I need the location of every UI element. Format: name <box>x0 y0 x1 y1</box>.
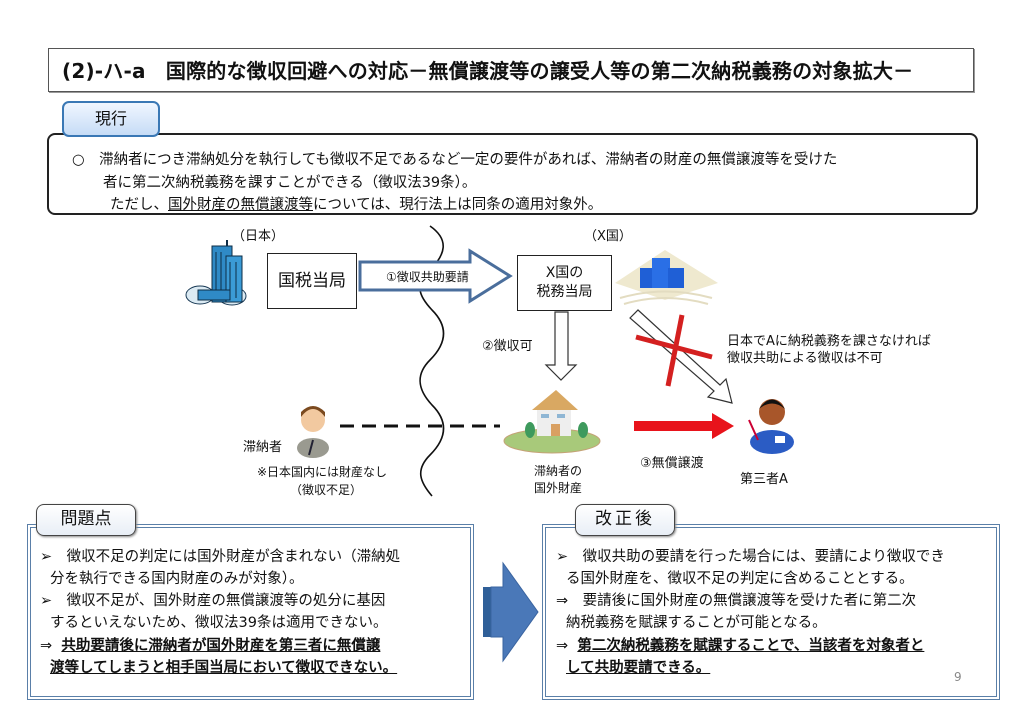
after-arrow: ⇒ <box>556 638 569 654</box>
after-conclusion-line-1: ⇒ 第二次納税義務を賦課することで、当該者を対象者と <box>556 634 924 655</box>
after-line-3: ⇒ 要請後に国外財産の無償譲渡等を受けた者に第二次 <box>556 593 917 609</box>
after-line-1: ➢ 徴収共助の要請を行った場合には、要請により徴収でき <box>556 549 945 565</box>
current-law-tab: 現行 <box>62 101 160 137</box>
reform-arrow-icon <box>483 561 539 663</box>
x-authority-line-1: X国の <box>545 265 584 281</box>
after-line-2: る国外財産を、徴収不足の判定に含めることとする。 <box>566 571 914 587</box>
line3-underlined: 国外財産の無償譲渡等 <box>168 197 313 213</box>
delinquent-label: 滞納者 <box>243 440 283 455</box>
delinquent-note-line-1: ※日本国内には財産なし <box>257 465 388 479</box>
problem-panel <box>27 524 474 700</box>
foreign-property-icon <box>503 390 601 454</box>
foreign-property-line-2: 国外財産 <box>534 481 583 495</box>
delinquent-person-icon <box>297 406 329 458</box>
after-bold-1: 第二次納税義務を賦課することで、当該者を対象者と <box>577 638 925 654</box>
transfer-arrow <box>634 413 734 439</box>
problem-line-3: ➢ 徴収不足が、国外財産の無償譲渡等の処分に基因 <box>40 593 386 609</box>
japan-building-icon <box>185 240 247 306</box>
after-reform-panel <box>542 524 1000 700</box>
current-law-line-2: 者に第二次納税義務を課すことができる（徴収法39条）。 <box>103 175 477 191</box>
blocked-note-line-1: 日本でAに納税義務を課さなければ <box>727 334 931 349</box>
delinquent-note-line-2: （徴収不足） <box>290 483 363 497</box>
page-number: 9 <box>954 670 962 684</box>
after-conclusion-line-2: して共助要請できる。 <box>566 660 711 676</box>
problem-conclusion-line-1: ⇒ 共助要請後に滞納者が国外財産を第三者に無償譲 <box>40 634 380 655</box>
blocked-note-line-2: 徴収共助による徴収は不可 <box>727 351 883 366</box>
x-country-building-icon <box>615 250 718 305</box>
problem-bold-1: 共助要請後に滞納者が国外財産を第三者に無償譲 <box>61 638 381 654</box>
collect-arrow <box>544 311 578 381</box>
third-party-label: 第三者A <box>740 472 788 487</box>
japan-tax-authority-box: 国税当局 <box>267 253 357 309</box>
line3-prefix: ただし、 <box>110 197 168 213</box>
blocked-arrow <box>629 309 733 404</box>
x-country-tax-authority-box: X国の 税務当局 <box>517 255 612 311</box>
japan-label: （日本） <box>232 229 285 244</box>
current-law-line-1: ○ 滞納者につき滞納処分を執行しても徴収不足であるなど一定の要件があれば、滞納者… <box>72 152 838 168</box>
request-arrow <box>358 248 513 304</box>
problem-tab: 問題点 <box>36 504 136 536</box>
problem-conclusion-line-2: 渡等してしまうと相手国当局において徴収できない。 <box>50 660 398 676</box>
after-reform-tab: 改正後 <box>575 504 675 536</box>
title-frame <box>48 48 974 92</box>
problem-line-4: するといえないため、徴収法39条は適用できない。 <box>50 615 388 631</box>
step1-label: ①徴収共助要請 <box>386 270 469 284</box>
third-party-person-icon <box>748 399 794 454</box>
current-law-box <box>47 133 978 215</box>
after-line-4: 納税義務を賦課することが可能となる。 <box>566 615 827 631</box>
problem-line-2: 分を執行できる国内財産のみが対象）。 <box>50 571 304 587</box>
step2-label: ②徴収可 <box>482 339 533 354</box>
problem-arrow: ⇒ <box>40 638 53 654</box>
page-title: (2)-ハ-a 国際的な徴収回避への対応－無償譲渡等の譲受人等の第二次納税義務の… <box>62 59 914 83</box>
line3-suffix: については、現行法上は同条の適用対象外。 <box>313 197 603 213</box>
x-country-label: （X国） <box>584 229 632 244</box>
x-authority-line-2: 税務当局 <box>536 284 593 300</box>
problem-line-1: ➢ 徴収不足の判定には国外財産が含まれない（滞納処 <box>40 549 401 565</box>
prohibited-cross-icon <box>635 314 713 387</box>
foreign-property-line-1: 滞納者の <box>534 464 583 478</box>
current-law-line-3: ただし、国外財産の無償譲渡等については、現行法上は同条の適用対象外。 <box>110 193 602 214</box>
step3-label: ③無償譲渡 <box>640 456 704 471</box>
